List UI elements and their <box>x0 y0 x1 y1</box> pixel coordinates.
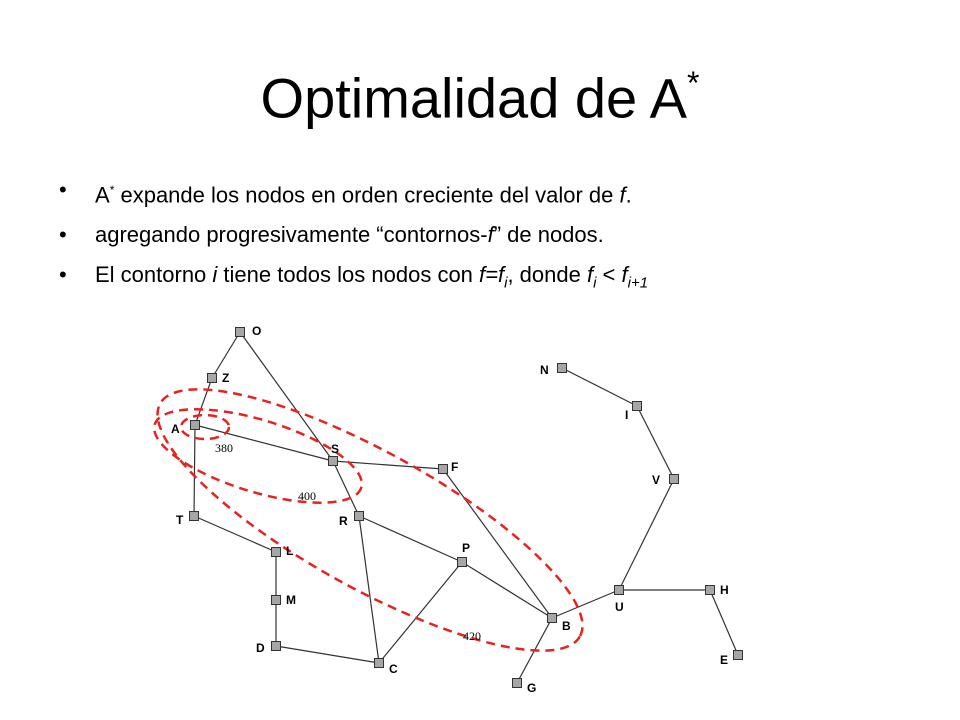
bullet-3-d-sub: i <box>504 274 508 292</box>
bullet-item-1: • A* expande los nodos en orden creciente… <box>55 170 648 215</box>
node-D <box>271 641 281 651</box>
node-label-O: O <box>252 324 261 338</box>
bullet-1-italic: f <box>619 182 626 208</box>
title-text: Optimalidad de A <box>260 66 688 130</box>
node-label-V: V <box>652 473 660 487</box>
bullet-1-post: . <box>625 182 632 208</box>
node-R <box>354 511 364 521</box>
node-B <box>547 613 557 623</box>
node-T <box>189 511 199 521</box>
bullet-3-g: < <box>596 262 622 288</box>
node-label-E: E <box>720 653 728 667</box>
title-asterisk: * <box>687 65 700 101</box>
edge-P-B <box>461 561 553 619</box>
edge-R-P <box>358 515 463 563</box>
contour-large <box>156 388 584 652</box>
edge-R-C <box>358 515 380 664</box>
node-F <box>438 464 448 474</box>
node-E <box>733 650 743 660</box>
contour-label-400: 400 <box>298 489 316 503</box>
bullet-dot: • <box>59 222 67 248</box>
edge-S-R <box>332 460 360 517</box>
node-I <box>632 401 642 411</box>
node-label-C: C <box>389 662 398 676</box>
node-N <box>557 363 567 373</box>
bullet-1-asterisk: * <box>109 183 115 197</box>
node-C <box>374 658 384 668</box>
bullet-3-h-sub: i+1 <box>627 274 649 292</box>
bullet-1-a: A <box>95 182 110 208</box>
bullet-3-h: f <box>621 262 628 288</box>
contours-layer <box>152 388 584 652</box>
edge-V-I <box>636 405 675 480</box>
labels-layer: O Z A S F T R L P M D C B G U H E N I V 380 400 420 <box>171 324 729 695</box>
bullet-item-2: • agregando progresivamente “contornos-f”… <box>55 215 648 255</box>
node-label-I: I <box>625 408 628 422</box>
edge-T-L <box>193 515 277 553</box>
node-label-D: D <box>256 641 265 655</box>
contour-label-380: 380 <box>215 441 233 455</box>
contour-label-420: 420 <box>463 629 481 643</box>
node-label-N: N <box>540 363 549 377</box>
bullet-3-e: , donde <box>507 262 587 288</box>
slide-title: Optimalidad de A* <box>0 55 960 131</box>
bullet-3-f-sub: i <box>593 274 597 292</box>
bullet-3-d: f=f <box>479 262 505 288</box>
node-label-M: M <box>286 593 296 607</box>
node-V <box>669 474 679 484</box>
edge-U-V <box>618 478 675 591</box>
bullet-2-italic: f <box>487 222 494 248</box>
bullet-3-b: i <box>212 262 218 288</box>
bullet-2-post: ” de nodos. <box>493 222 604 248</box>
bullet-list: • A* expande los nodos en orden creciente… <box>55 170 648 304</box>
node-label-S: S <box>331 442 339 456</box>
contour-small <box>179 413 231 441</box>
node-A <box>190 420 200 430</box>
node-label-R: R <box>339 514 348 528</box>
bullet-dot: • <box>59 262 67 288</box>
node-Z <box>207 373 217 383</box>
bullet-3-a: El contorno <box>95 262 213 288</box>
node-label-H: H <box>720 583 729 597</box>
nodes-layer <box>189 327 743 688</box>
node-G <box>512 678 522 688</box>
edge-O-S <box>239 331 334 462</box>
node-O <box>235 327 245 337</box>
node-label-G: G <box>527 681 536 695</box>
bullet-2-text: agregando progresivamente “contornos- <box>95 222 488 248</box>
node-label-T: T <box>176 513 184 527</box>
node-U <box>614 585 624 595</box>
node-L <box>271 547 281 557</box>
node-M <box>271 595 281 605</box>
bullet-3-f: f <box>586 262 594 288</box>
node-label-A: A <box>171 422 180 436</box>
edge-D-C <box>275 645 380 664</box>
edge-F-B <box>442 468 553 619</box>
edge-I-N <box>561 367 638 407</box>
edge-A-T <box>193 424 196 517</box>
node-label-L: L <box>286 544 293 558</box>
contour-medium <box>152 408 364 504</box>
node-S <box>328 456 338 466</box>
node-label-U: U <box>615 600 624 614</box>
bullet-dot: • <box>59 177 67 202</box>
edge-A-S <box>194 424 334 462</box>
edge-O-Z <box>211 331 241 379</box>
node-H <box>705 585 715 595</box>
bullet-1-text: expande los nodos en orden creciente del… <box>114 182 620 208</box>
node-label-F: F <box>451 460 458 474</box>
node-label-B: B <box>562 619 571 633</box>
edges-layer <box>193 331 739 684</box>
node-label-P: P <box>462 541 470 555</box>
edge-S-F <box>332 460 444 470</box>
bullet-3-c: tiene todos los nodos con <box>217 262 480 288</box>
edge-P-C <box>378 561 463 664</box>
node-P <box>457 557 467 567</box>
edge-H-E <box>709 589 739 656</box>
edge-Z-A <box>194 377 213 426</box>
edge-B-U <box>551 589 620 619</box>
node-label-Z: Z <box>222 371 229 385</box>
bullet-item-3: • El contorno i tiene todos los nodos con… <box>55 255 648 303</box>
